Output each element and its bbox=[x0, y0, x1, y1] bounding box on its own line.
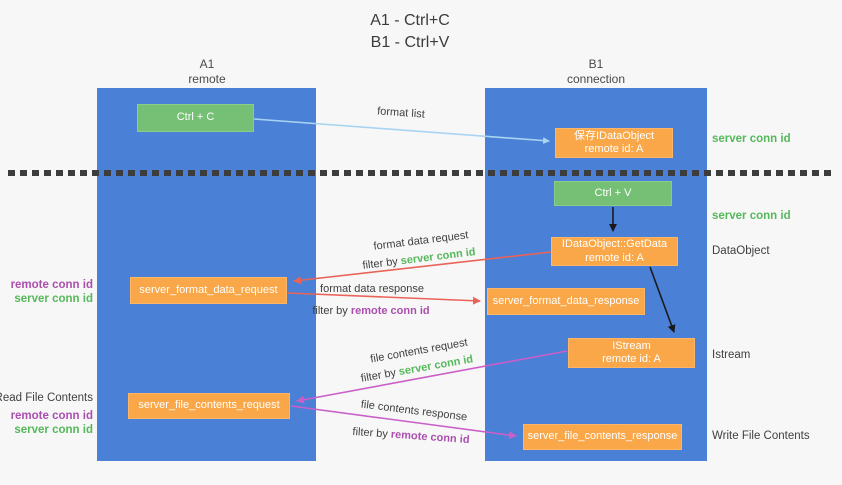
column-a1-role: remote bbox=[188, 72, 226, 86]
getdata-line2: remote id: A bbox=[585, 251, 644, 264]
ctrl-c-label: Ctrl + C bbox=[176, 111, 215, 124]
machine-separator-dotted-line bbox=[8, 170, 835, 176]
ctrl-v-label: Ctrl + V bbox=[594, 186, 632, 199]
annotation-remote-conn-id-file: remote conn id bbox=[10, 410, 93, 422]
node-ctrl-v: Ctrl + V bbox=[554, 181, 672, 206]
filter-by-text: filter by bbox=[312, 305, 348, 317]
annotation-server-conn-id-top: server conn id bbox=[712, 133, 791, 145]
save-idataobject-line1: 保存IDataObject bbox=[573, 129, 655, 142]
server-file-contents-response-label: server_file_contents_response bbox=[527, 430, 678, 443]
annotation-istream: Istream bbox=[712, 349, 751, 361]
column-a1-name: A1 bbox=[199, 57, 215, 71]
node-idataobject-getdata: IDataObject::GetData remote id: A bbox=[551, 237, 678, 266]
annotation-remote-conn-id-format: remote conn id bbox=[10, 279, 93, 291]
title-line-a1: A1 - Ctrl+C bbox=[370, 12, 450, 29]
istream-line2: remote id: A bbox=[602, 353, 661, 365]
remote-conn-id-text: remote conn id bbox=[350, 305, 430, 317]
arrow-format-list bbox=[253, 118, 550, 145]
annotation-server-conn-id-ctrlv: server conn id bbox=[712, 210, 791, 222]
annotation-dataobject: DataObject bbox=[712, 245, 770, 257]
save-idataobject-line2: remote id: A bbox=[584, 143, 644, 155]
annotation-read-file-contents: Read File Contents bbox=[0, 392, 93, 404]
server-file-contents-request-label: server_file_contents_request bbox=[138, 399, 280, 412]
node-server-format-data-request: server_format_data_request bbox=[130, 277, 287, 304]
annotation-server-conn-id-format: server conn id bbox=[14, 293, 93, 305]
edge-label-format-data-response: format data response bbox=[320, 283, 424, 295]
filter-by-text: filter by bbox=[352, 425, 389, 441]
node-server-file-contents-request: server_file_contents_request bbox=[128, 393, 290, 419]
arrow-format-data-request bbox=[293, 251, 552, 285]
annotation-server-conn-id-file: server conn id bbox=[14, 424, 93, 436]
column-b1-name: B1 bbox=[588, 57, 604, 71]
arrow-format-data-response bbox=[287, 292, 481, 305]
node-server-format-data-response: server_format_data_response bbox=[487, 288, 645, 315]
column-header-a1: A1 remote bbox=[137, 57, 277, 87]
getdata-line1: IDataObject::GetData bbox=[561, 238, 668, 251]
column-b1-role: connection bbox=[566, 72, 626, 86]
node-istream: IStream remote id: A bbox=[568, 338, 695, 368]
arrow-file-contents-request bbox=[296, 350, 568, 404]
server-format-data-response-label: server_format_data_response bbox=[492, 294, 640, 307]
diagram-title: A1 - Ctrl+C B1 - Ctrl+V bbox=[285, 10, 535, 53]
arrow-file-contents-response bbox=[290, 405, 517, 440]
annotation-write-file-contents: Write File Contents bbox=[712, 430, 810, 442]
title-line-b1: B1 - Ctrl+V bbox=[370, 33, 450, 51]
column-header-b1: B1 connection bbox=[526, 57, 666, 87]
node-server-file-contents-response: server_file_contents_response bbox=[523, 424, 682, 450]
arrow-getdata-to-istream bbox=[649, 266, 676, 333]
node-save-idataobject: 保存IDataObject remote id: A bbox=[555, 128, 673, 158]
node-ctrl-c: Ctrl + C bbox=[137, 104, 254, 132]
istream-line1: IStream bbox=[612, 339, 651, 352]
server-format-data-request-label: server_format_data_request bbox=[139, 283, 278, 296]
